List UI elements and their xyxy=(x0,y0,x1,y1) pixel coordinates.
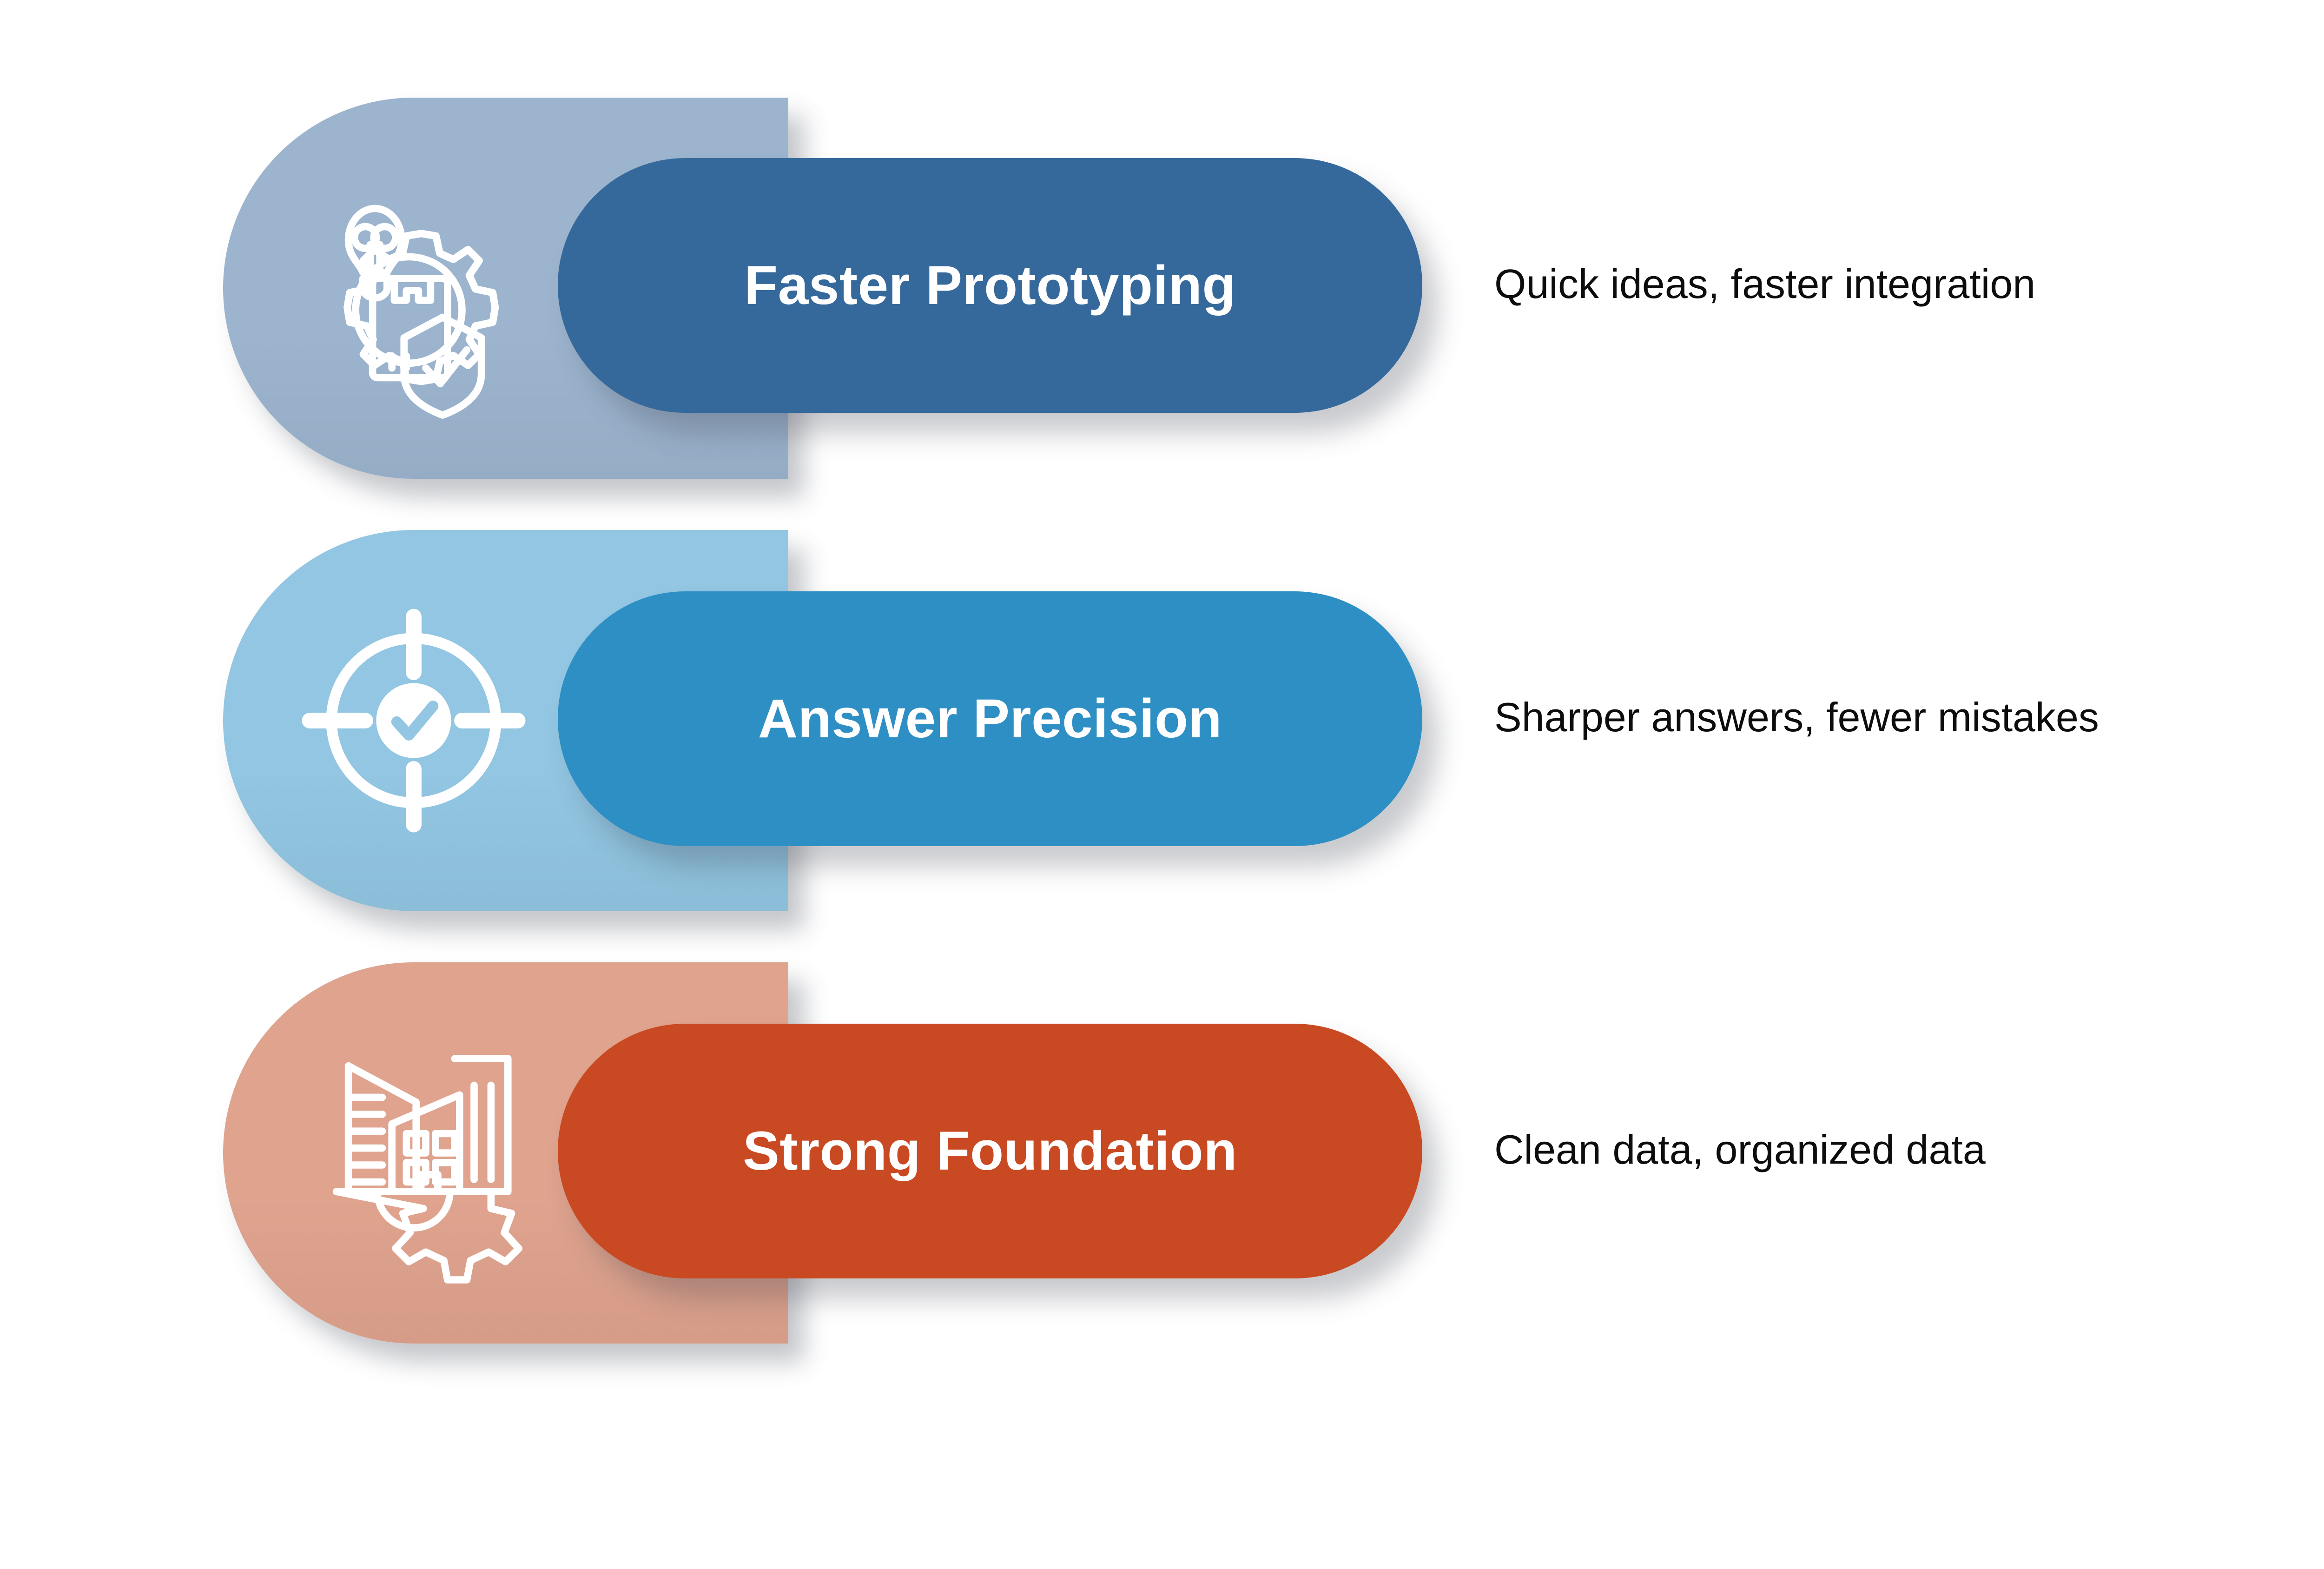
city-buildings-gear-icon xyxy=(293,1004,535,1302)
benefit-title: Strong Foundation xyxy=(743,1120,1237,1182)
target-crosshair-check-icon xyxy=(293,572,535,869)
benefit-pill[interactable]: Strong Foundation xyxy=(558,1024,1422,1278)
benefit-pill[interactable]: Answer Precision xyxy=(558,591,1422,846)
benefit-pill[interactable]: Faster Prototyping xyxy=(558,158,1422,413)
lightbulb-gear-package-check-icon xyxy=(293,139,535,437)
benefit-caption: Clean data, organized data xyxy=(1494,1126,1986,1172)
benefit-title: Answer Precision xyxy=(758,688,1222,749)
benefit-title: Faster Prototyping xyxy=(744,255,1236,316)
benefit-caption: Quick ideas, faster integration xyxy=(1494,261,2036,307)
benefit-caption: Sharper answers, fewer mistakes xyxy=(1494,694,2099,740)
